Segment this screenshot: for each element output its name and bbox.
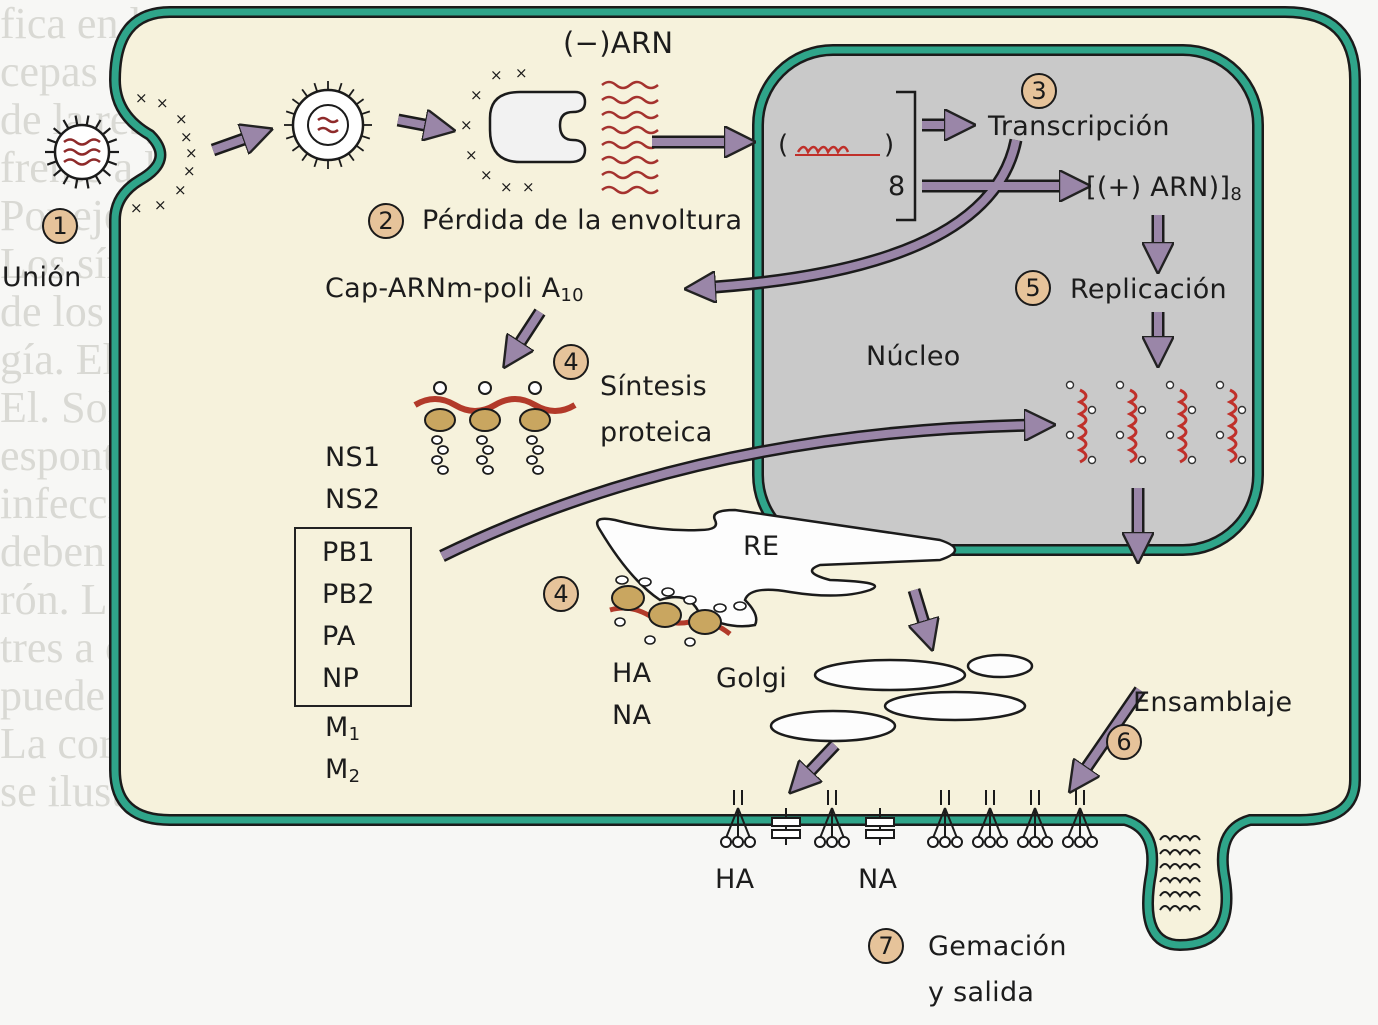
step-5-badge: 5 (1015, 270, 1051, 306)
protein-m1: M1 (325, 713, 360, 750)
svg-text:×: × (174, 181, 187, 199)
golgi-label: Golgi (716, 663, 788, 694)
rnp-segment-icon (795, 145, 880, 156)
step-2-badge: 2 (368, 203, 404, 239)
nucleus-label: Núcleo (866, 341, 961, 372)
svg-text:×: × (135, 89, 148, 107)
rnp-open-paren: ( (778, 130, 789, 160)
m2-text: M (325, 754, 349, 785)
er-polysome-icon (609, 575, 747, 647)
step-7-label-line1: Gemación (928, 931, 1067, 962)
negative-rna-strands (601, 80, 659, 195)
endosome-virion-icon (284, 81, 372, 169)
svg-text:×: × (490, 66, 503, 84)
budding-virion-rnps (1159, 835, 1201, 912)
surface-glycoproteins (720, 790, 1098, 848)
step-5-label: Replicación (1070, 274, 1227, 305)
protein-pb2: PB2 (322, 579, 375, 610)
segment-count-label: 8 (888, 171, 906, 202)
m1-text: M (325, 712, 349, 743)
surface-ha-label: HA (715, 864, 755, 895)
step-1-badge: 1 (42, 208, 78, 244)
svg-text:×: × (480, 166, 493, 184)
m2-subscript: 2 (348, 766, 361, 787)
step-6-badge: 6 (1106, 724, 1142, 760)
rnp-close-paren: ) (884, 130, 895, 160)
step-3-label: Transcripción (988, 111, 1170, 142)
mrna-label: Cap-ARNm-poli A10 (325, 274, 584, 311)
surface-na-label: NA (858, 864, 898, 895)
bracket (896, 90, 917, 222)
polymerase-protein-box (294, 527, 412, 707)
plus-rna-text: [(+) ARN)] (1086, 172, 1231, 203)
step-2-label: Pérdida de la envoltura (422, 205, 743, 236)
svg-text:×: × (500, 178, 513, 196)
pathway-arrows (210, 120, 1158, 782)
step-6-label: Ensamblaje (1133, 687, 1293, 718)
plus-rna-label: [(+) ARN)]8 (1086, 173, 1242, 210)
step-4a-label-line2: proteica (600, 417, 713, 448)
protein-pa: PA (322, 621, 356, 652)
protein-pb1: PB1 (322, 537, 375, 568)
step-7-badge: 7 (868, 928, 904, 964)
er-na-label: NA (612, 700, 652, 731)
er-label: RE (743, 531, 780, 562)
svg-text:×: × (156, 94, 169, 112)
er-ha-label: HA (612, 658, 652, 689)
svg-text:×: × (180, 128, 193, 146)
polysome-icon (413, 381, 577, 475)
svg-text:×: × (175, 110, 188, 128)
step-4b-badge: 4 (543, 576, 579, 612)
step-1-label: Unión (2, 262, 82, 293)
svg-text:×: × (460, 116, 473, 134)
negative-rna-label: (−)ARN (563, 26, 674, 60)
svg-text:×: × (130, 199, 143, 217)
protein-np: NP (322, 663, 360, 694)
mrna-subscript: 10 (560, 285, 584, 306)
svg-text:×: × (515, 64, 528, 82)
receptor-icons: ××× ××× ××× (130, 89, 198, 217)
svg-text:×: × (154, 196, 167, 214)
step-4a-label-line1: Síntesis (600, 371, 707, 402)
svg-text:×: × (465, 146, 478, 164)
golgi-icon (769, 653, 1034, 743)
protein-m2: M2 (325, 755, 360, 792)
uncoating-virion-icon: ××× ××× ×× (460, 64, 587, 196)
m1-subscript: 1 (348, 724, 361, 745)
svg-text:×: × (183, 162, 196, 180)
step-3-badge: 3 (1021, 73, 1057, 109)
mrna-text: Cap-ARNm-poli A (325, 273, 561, 304)
virion-icon (45, 115, 119, 189)
replicated-rnp-icons (1065, 380, 1247, 465)
step-7-label-line2: y salida (928, 977, 1035, 1008)
svg-text:×: × (470, 86, 483, 104)
step-4a-badge: 4 (553, 344, 589, 380)
svg-text:×: × (185, 144, 198, 162)
svg-text:×: × (522, 178, 535, 196)
plus-rna-subscript: 8 (1230, 184, 1243, 205)
protein-ns1: NS1 (325, 442, 381, 473)
protein-ns2: NS2 (325, 484, 381, 515)
